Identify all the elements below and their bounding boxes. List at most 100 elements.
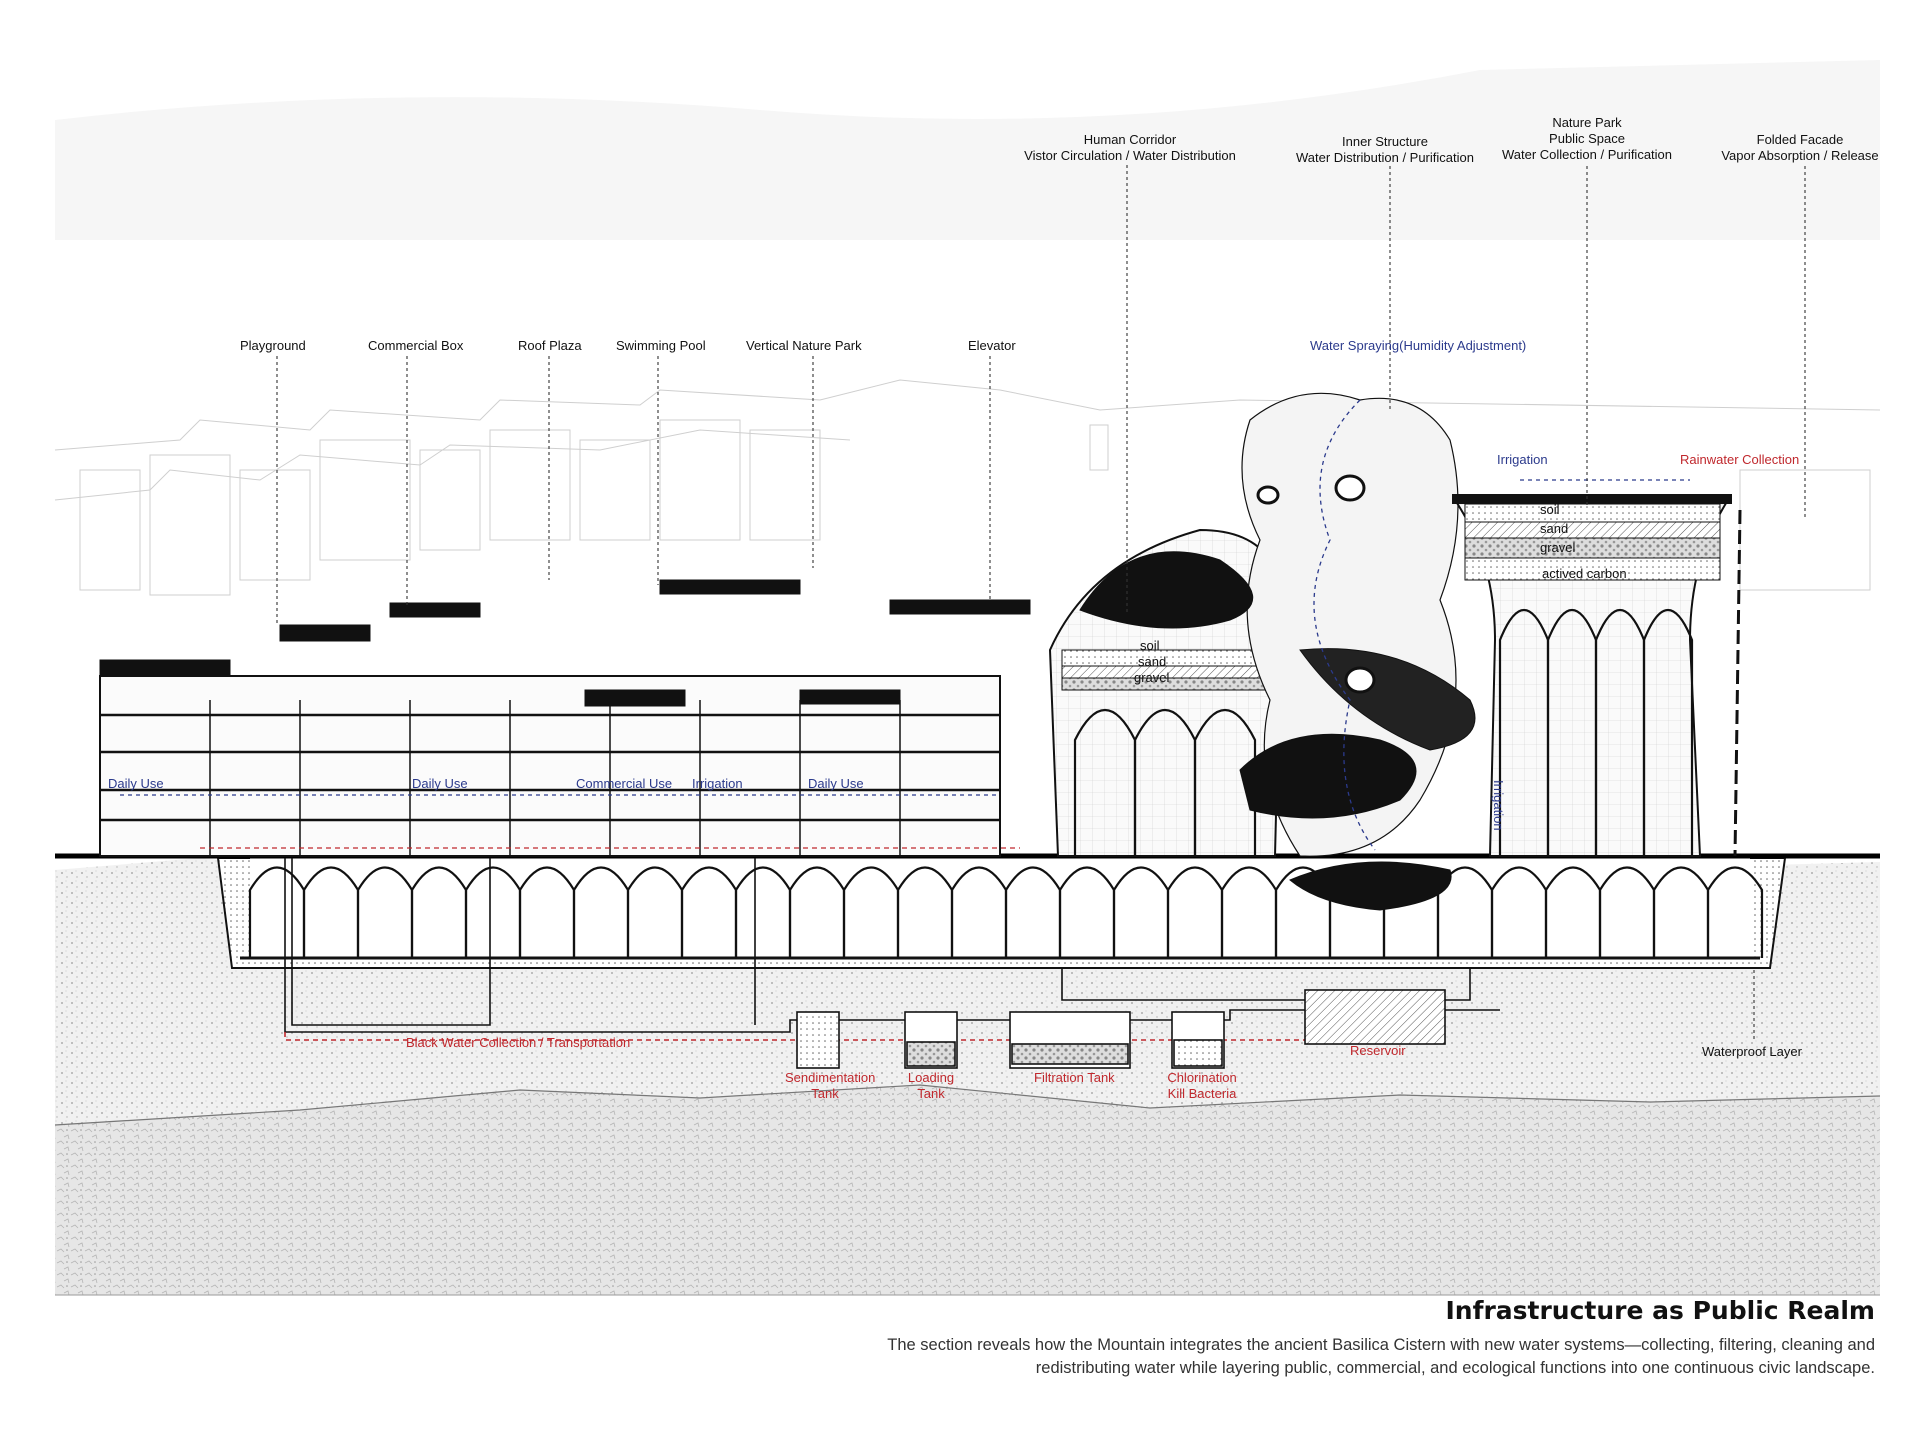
mound-arch xyxy=(1642,609,1694,856)
label-black-water: Black Water Collection / Transportation xyxy=(406,1035,631,1050)
cistern-arch xyxy=(1598,866,1656,958)
roof-canopy xyxy=(389,602,481,618)
cistern-arch xyxy=(950,866,1008,958)
basilica-cistern xyxy=(216,857,1787,969)
label-filtration-tank: Filtration Tank xyxy=(1034,1070,1115,1085)
label-gravel-right: gravel xyxy=(1540,540,1576,555)
cistern-arch xyxy=(464,866,522,958)
city-background xyxy=(54,60,1881,596)
treatment-tanks xyxy=(796,989,1446,1069)
pipe-network xyxy=(284,858,1500,1041)
cistern-arch xyxy=(1166,866,1224,958)
label-elevator: Elevator xyxy=(968,338,1016,353)
label-roof-plaza: Roof Plaza xyxy=(518,338,582,353)
cistern-arch xyxy=(1058,866,1116,958)
label-daily-use-3: Daily Use xyxy=(808,776,864,791)
label-vertical-nature-park: Vertical Nature Park xyxy=(746,338,862,353)
label-inner-structure: Inner Structure Water Distribution / Pur… xyxy=(1285,134,1485,166)
label-irrigation-1: Irrigation xyxy=(692,776,743,791)
label-sedimentation-tank: Sendimentation Tank xyxy=(785,1070,876,1102)
label-chlorination-line1: Chlorination xyxy=(1167,1070,1237,1085)
label-human-corridor-line1: Human Corridor xyxy=(1083,132,1177,147)
label-irrigation-2: Irrigation xyxy=(1491,780,1506,831)
cistern-arch xyxy=(1112,866,1170,958)
label-nature-park-line2: Public Space xyxy=(1549,131,1625,146)
cistern-arch xyxy=(248,866,306,958)
inner-structure xyxy=(1079,392,1476,911)
cistern-arch xyxy=(1490,866,1548,958)
mound-arch xyxy=(1193,709,1257,856)
caption-line-2: redistributing water while layering publ… xyxy=(1035,1359,1875,1377)
cistern-arch xyxy=(302,866,360,958)
label-folded-facade-line2: Vapor Absorption / Release xyxy=(1721,148,1879,163)
label-sand-right: sand xyxy=(1540,521,1569,536)
label-loading-line1: Loading xyxy=(907,1070,955,1085)
roof-canopy xyxy=(659,579,801,595)
cistern-arch xyxy=(1706,866,1764,958)
caption: The section reveals how the Mountain int… xyxy=(715,1334,1875,1380)
label-inner-structure-line2: Water Distribution / Purification xyxy=(1296,150,1474,165)
left-building-block xyxy=(99,579,1031,857)
label-commercial-use: Commercial Use xyxy=(576,776,673,791)
cistern-arch xyxy=(1652,866,1710,958)
label-nature-park: Nature Park Public Space Water Collectio… xyxy=(1497,115,1677,163)
label-nature-park-line1: Nature Park xyxy=(1552,115,1622,130)
label-nature-park-line3: Water Collection / Purification xyxy=(1501,147,1673,162)
cistern-arch xyxy=(1004,866,1062,958)
label-loading-line2: Tank xyxy=(917,1086,945,1101)
cistern-arch xyxy=(410,866,468,958)
roof-canopy xyxy=(799,689,901,705)
caption-line-1: The section reveals how the Mountain int… xyxy=(887,1336,1875,1354)
label-loading-tank: Loading Tank xyxy=(898,1070,964,1102)
label-daily-use-2: Daily Use xyxy=(412,776,468,791)
label-sedimentation-line1: Sendimentation xyxy=(785,1070,876,1085)
mound-arch xyxy=(1073,709,1137,856)
label-irrigation-top: Irrigation xyxy=(1497,452,1548,467)
mound-arch xyxy=(1546,609,1598,856)
cistern-arch xyxy=(734,866,792,958)
mound-arch xyxy=(1594,609,1646,856)
cistern-arch xyxy=(680,866,738,958)
label-folded-facade-line1: Folded Facade xyxy=(1756,132,1844,147)
label-folded-facade: Folded Facade Vapor Absorption / Release xyxy=(1710,132,1890,164)
label-rainwater-collection: Rainwater Collection xyxy=(1680,452,1800,467)
label-commercial-box: Commercial Box xyxy=(368,338,464,353)
label-water-spraying: Water Spraying(Humidity Adjustment) xyxy=(1310,338,1527,353)
label-gravel-left: gravel xyxy=(1134,670,1170,685)
mound-arch xyxy=(1498,609,1550,856)
label-chlorination-line2: Kill Bacteria xyxy=(1167,1086,1237,1101)
cistern-arch xyxy=(1220,866,1278,958)
cistern-arch xyxy=(896,866,954,958)
cistern-arch xyxy=(572,866,630,958)
cistern-arch xyxy=(788,866,846,958)
label-daily-use-1: Daily Use xyxy=(108,776,164,791)
label-inner-structure-line1: Inner Structure xyxy=(1342,134,1428,149)
roof-canopy xyxy=(99,659,231,677)
label-reservoir: Reservoir xyxy=(1350,1043,1406,1058)
cistern-arch xyxy=(626,866,684,958)
label-soil-right: soil xyxy=(1540,502,1560,517)
label-soil-left: soil xyxy=(1140,638,1160,653)
cistern-arch xyxy=(842,866,900,958)
page-title: Infrastructure as Public Realm xyxy=(1445,1296,1875,1325)
cistern-arch xyxy=(356,866,414,958)
cistern-arch xyxy=(1544,866,1602,958)
label-sedimentation-line2: Tank xyxy=(811,1086,839,1101)
label-playground: Playground xyxy=(240,338,306,353)
mound-arch xyxy=(1133,709,1197,856)
label-swimming-pool: Swimming Pool xyxy=(616,338,706,353)
roof-canopy xyxy=(279,624,371,642)
label-chlorination: Chlorination Kill Bacteria xyxy=(1162,1070,1242,1102)
label-human-corridor: Human Corridor Vistor Circulation / Wate… xyxy=(1020,132,1240,164)
cistern-arch xyxy=(518,866,576,958)
label-sand-left: sand xyxy=(1138,654,1167,669)
nature-park-mound xyxy=(1452,494,1742,857)
leader-lines xyxy=(276,165,1806,1040)
roof-canopy xyxy=(584,689,686,707)
label-human-corridor-line2: Vistor Circulation / Water Distribution xyxy=(1024,148,1236,163)
label-actived-carbon: actived carbon xyxy=(1542,566,1627,581)
label-waterproof-layer: Waterproof Layer xyxy=(1702,1044,1802,1059)
water-routes xyxy=(120,399,1690,851)
